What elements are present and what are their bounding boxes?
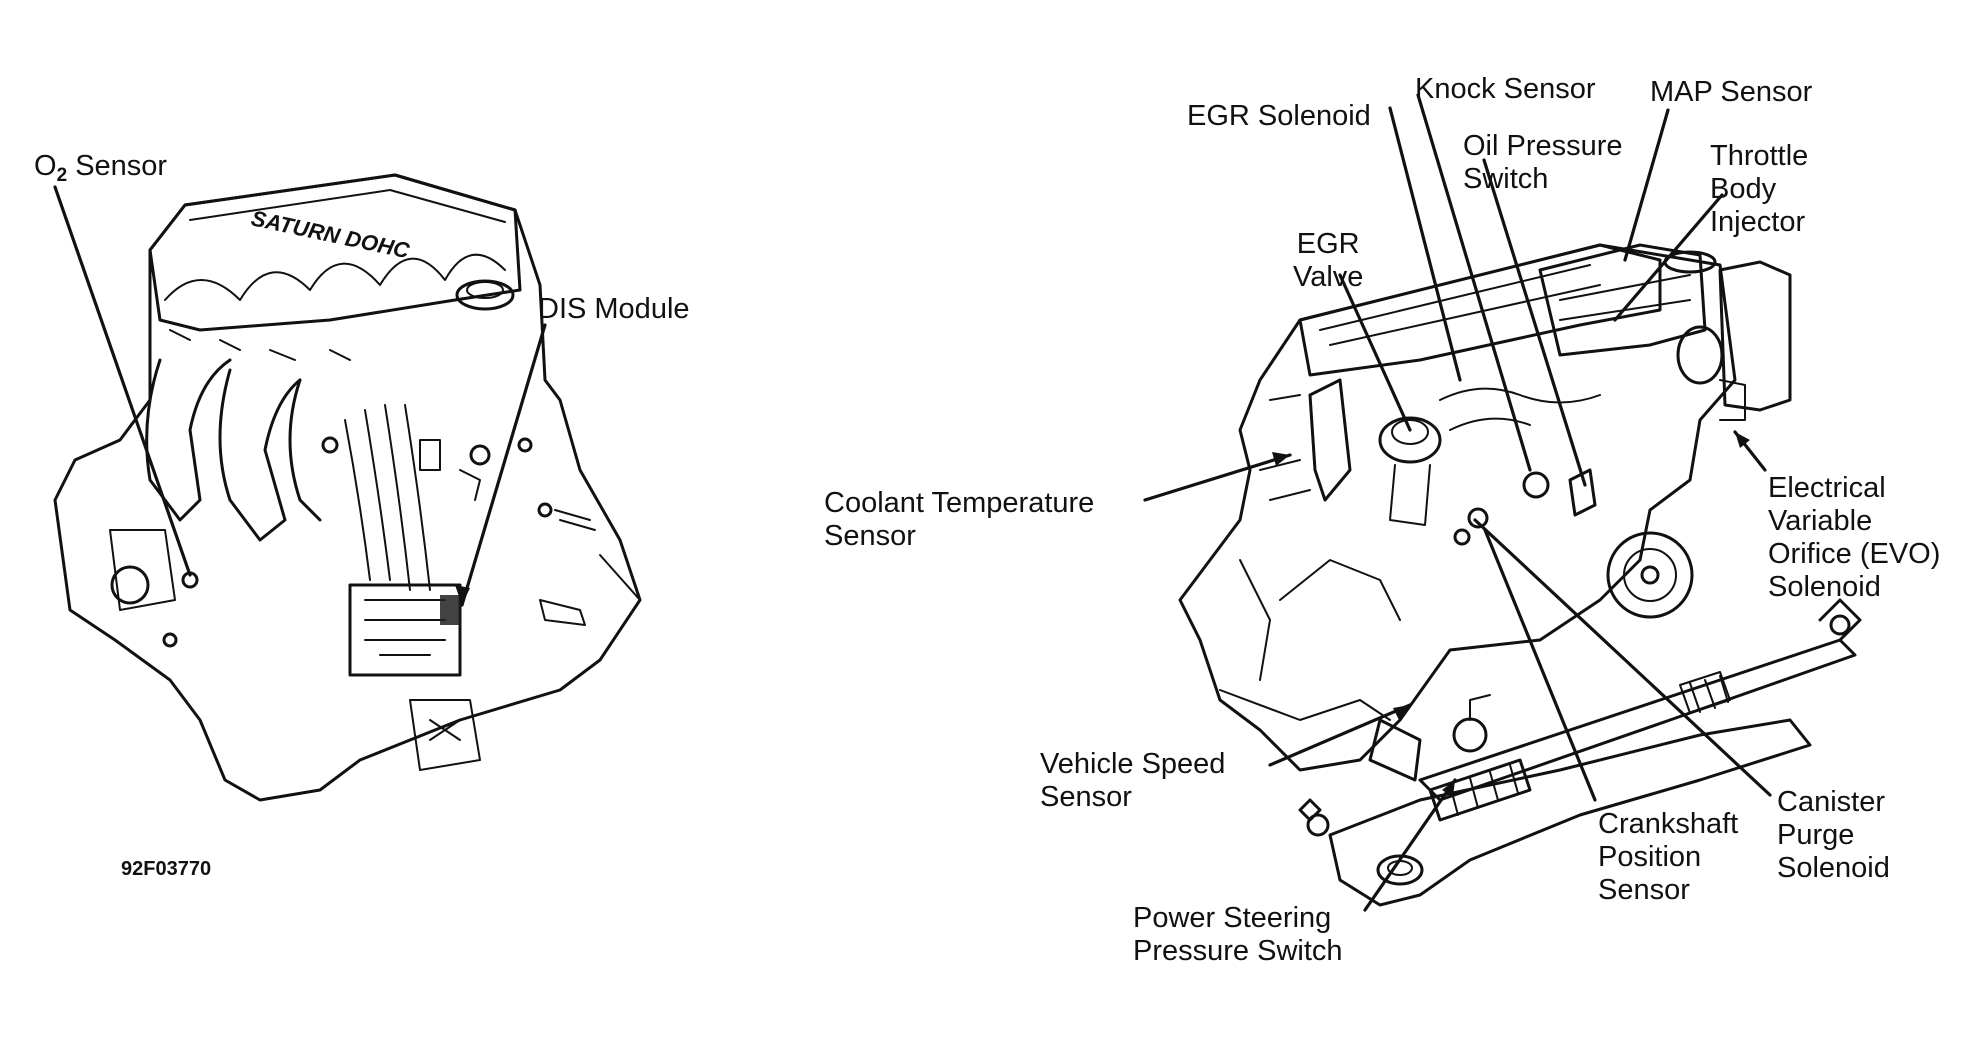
o2-sensor-leader — [53, 185, 192, 577]
map-sensor-leader — [1623, 108, 1670, 262]
egr-valve-line2: Valve — [1293, 261, 1364, 293]
coolant-temperature-sensor-label: Coolant Temperature Sensor — [824, 487, 1094, 553]
canister-purge-solenoid-label: Canister Purge Solenoid — [1777, 786, 1890, 885]
ps-switch-leader — [1363, 778, 1457, 912]
dis-module-leader — [460, 323, 547, 607]
purge-line1: Canister — [1777, 786, 1885, 818]
egr-valve-label: EGR Valve — [1293, 228, 1363, 294]
egr-valve-line1: EGR — [1296, 228, 1360, 260]
egr-solenoid-leader — [1388, 106, 1462, 382]
ckp-line2: Position — [1598, 841, 1702, 873]
ckp-line1: Crankshaft — [1598, 808, 1739, 840]
saturn-badge: SATURN DOHC — [249, 205, 413, 263]
coolant-temp-leader — [1143, 453, 1292, 502]
dis-module-label: DIS Module — [538, 293, 690, 325]
oil-pressure-leader — [1482, 158, 1587, 487]
ps-line1: Power Steering — [1133, 902, 1332, 934]
evo-line2: Variable — [1768, 505, 1873, 537]
coolant-line1: Coolant Temperature — [824, 487, 1095, 519]
figure-code: 92F03770 — [121, 858, 212, 880]
right-engine-drawing — [1143, 93, 1862, 912]
evo-line3: Orifice (EVO) — [1768, 538, 1941, 570]
evo-solenoid-label: Electrical Variable Orifice (EVO) Soleno… — [1768, 472, 1940, 604]
crankshaft-position-sensor-label: Crankshaft Position Sensor — [1598, 808, 1738, 907]
oil-pressure-line1: Oil Pressure — [1463, 130, 1623, 162]
egr-valve-leader — [1338, 273, 1412, 432]
throttle-body-injector-label: Throttle Body Injector — [1710, 140, 1808, 239]
svg-text:SATURN DOHC: SATURN DOHC — [249, 205, 413, 263]
ckp-line3: Sensor — [1598, 874, 1690, 906]
egr-solenoid-label: EGR Solenoid — [1187, 100, 1371, 132]
purge-line3: Solenoid — [1777, 852, 1890, 884]
tbi-line1: Throttle — [1710, 140, 1809, 172]
coolant-line2: Sensor — [824, 520, 916, 552]
knock-sensor-leader — [1416, 93, 1532, 472]
evo-line1: Electrical — [1768, 472, 1886, 504]
vss-line2: Sensor — [1040, 781, 1132, 813]
vss-line1: Vehicle Speed — [1040, 748, 1226, 780]
tbi-line3: Injector — [1710, 206, 1806, 238]
vehicle-speed-sensor-label: Vehicle Speed Sensor — [1040, 748, 1225, 814]
oil-pressure-line2: Switch — [1463, 163, 1549, 195]
purge-line2: Purge — [1777, 819, 1855, 851]
ckp-leader — [1483, 528, 1597, 802]
evo-line4: Solenoid — [1768, 571, 1881, 603]
oil-pressure-switch-label: Oil Pressure Switch — [1463, 130, 1623, 196]
map-sensor-label: MAP Sensor — [1650, 76, 1813, 108]
left-engine-drawing: SATURN DOHC — [53, 173, 642, 802]
tbi-line2: Body — [1710, 173, 1777, 205]
tbi-leader — [1613, 193, 1724, 322]
vss-leader — [1268, 703, 1412, 767]
ps-line2: Pressure Switch — [1133, 935, 1343, 967]
knock-sensor-label: Knock Sensor — [1415, 73, 1596, 105]
power-steering-pressure-switch-label: Power Steering Pressure Switch — [1133, 902, 1343, 968]
purge-solenoid-leader — [1473, 518, 1772, 797]
o2-sensor-label: O2 Sensor — [34, 150, 168, 186]
